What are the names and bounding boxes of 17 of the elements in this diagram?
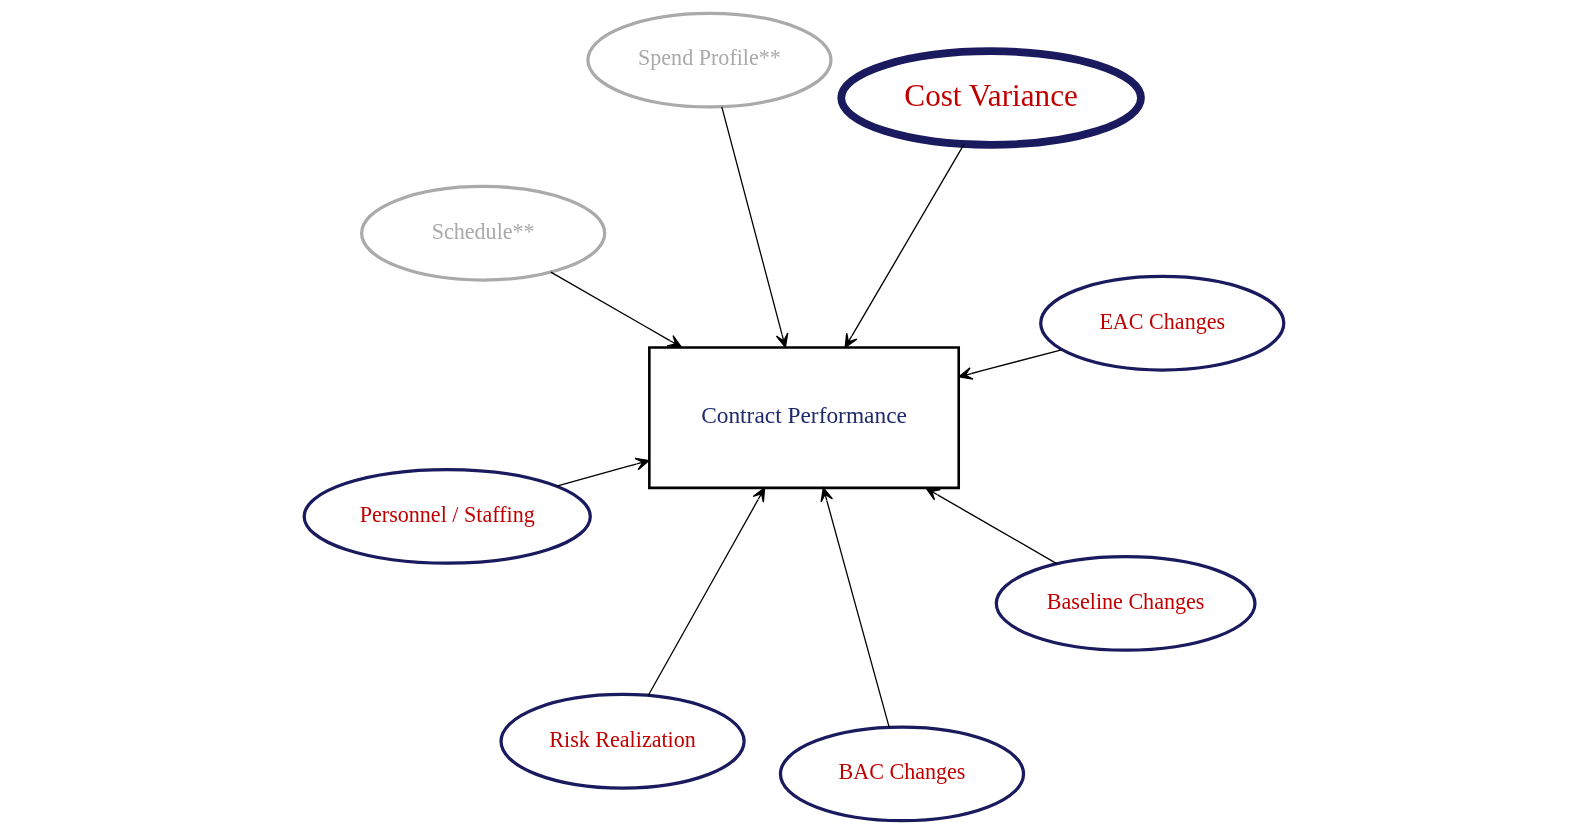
node-ellipse: EAC Changes xyxy=(1038,274,1285,372)
arrow xyxy=(555,457,650,487)
node-box: Contract Performance xyxy=(647,346,960,490)
node-ellipse: BAC Changes xyxy=(778,725,1025,823)
node-ellipse: Cost Variance xyxy=(836,47,1145,149)
node-ellipse: Schedule** xyxy=(359,184,606,282)
arrow xyxy=(549,271,682,348)
arrow xyxy=(820,487,890,728)
node-ellipse: Spend Profile** xyxy=(585,11,833,109)
node-ellipse: Personnel / Staffing xyxy=(302,467,592,565)
arrow xyxy=(925,487,1057,565)
arrow xyxy=(844,143,965,348)
arrow xyxy=(647,487,765,696)
arrow xyxy=(720,106,788,348)
node-ellipse: Baseline Changes xyxy=(994,555,1257,652)
node-ellipse: Risk Realization xyxy=(498,692,746,790)
arrow xyxy=(957,349,1062,380)
